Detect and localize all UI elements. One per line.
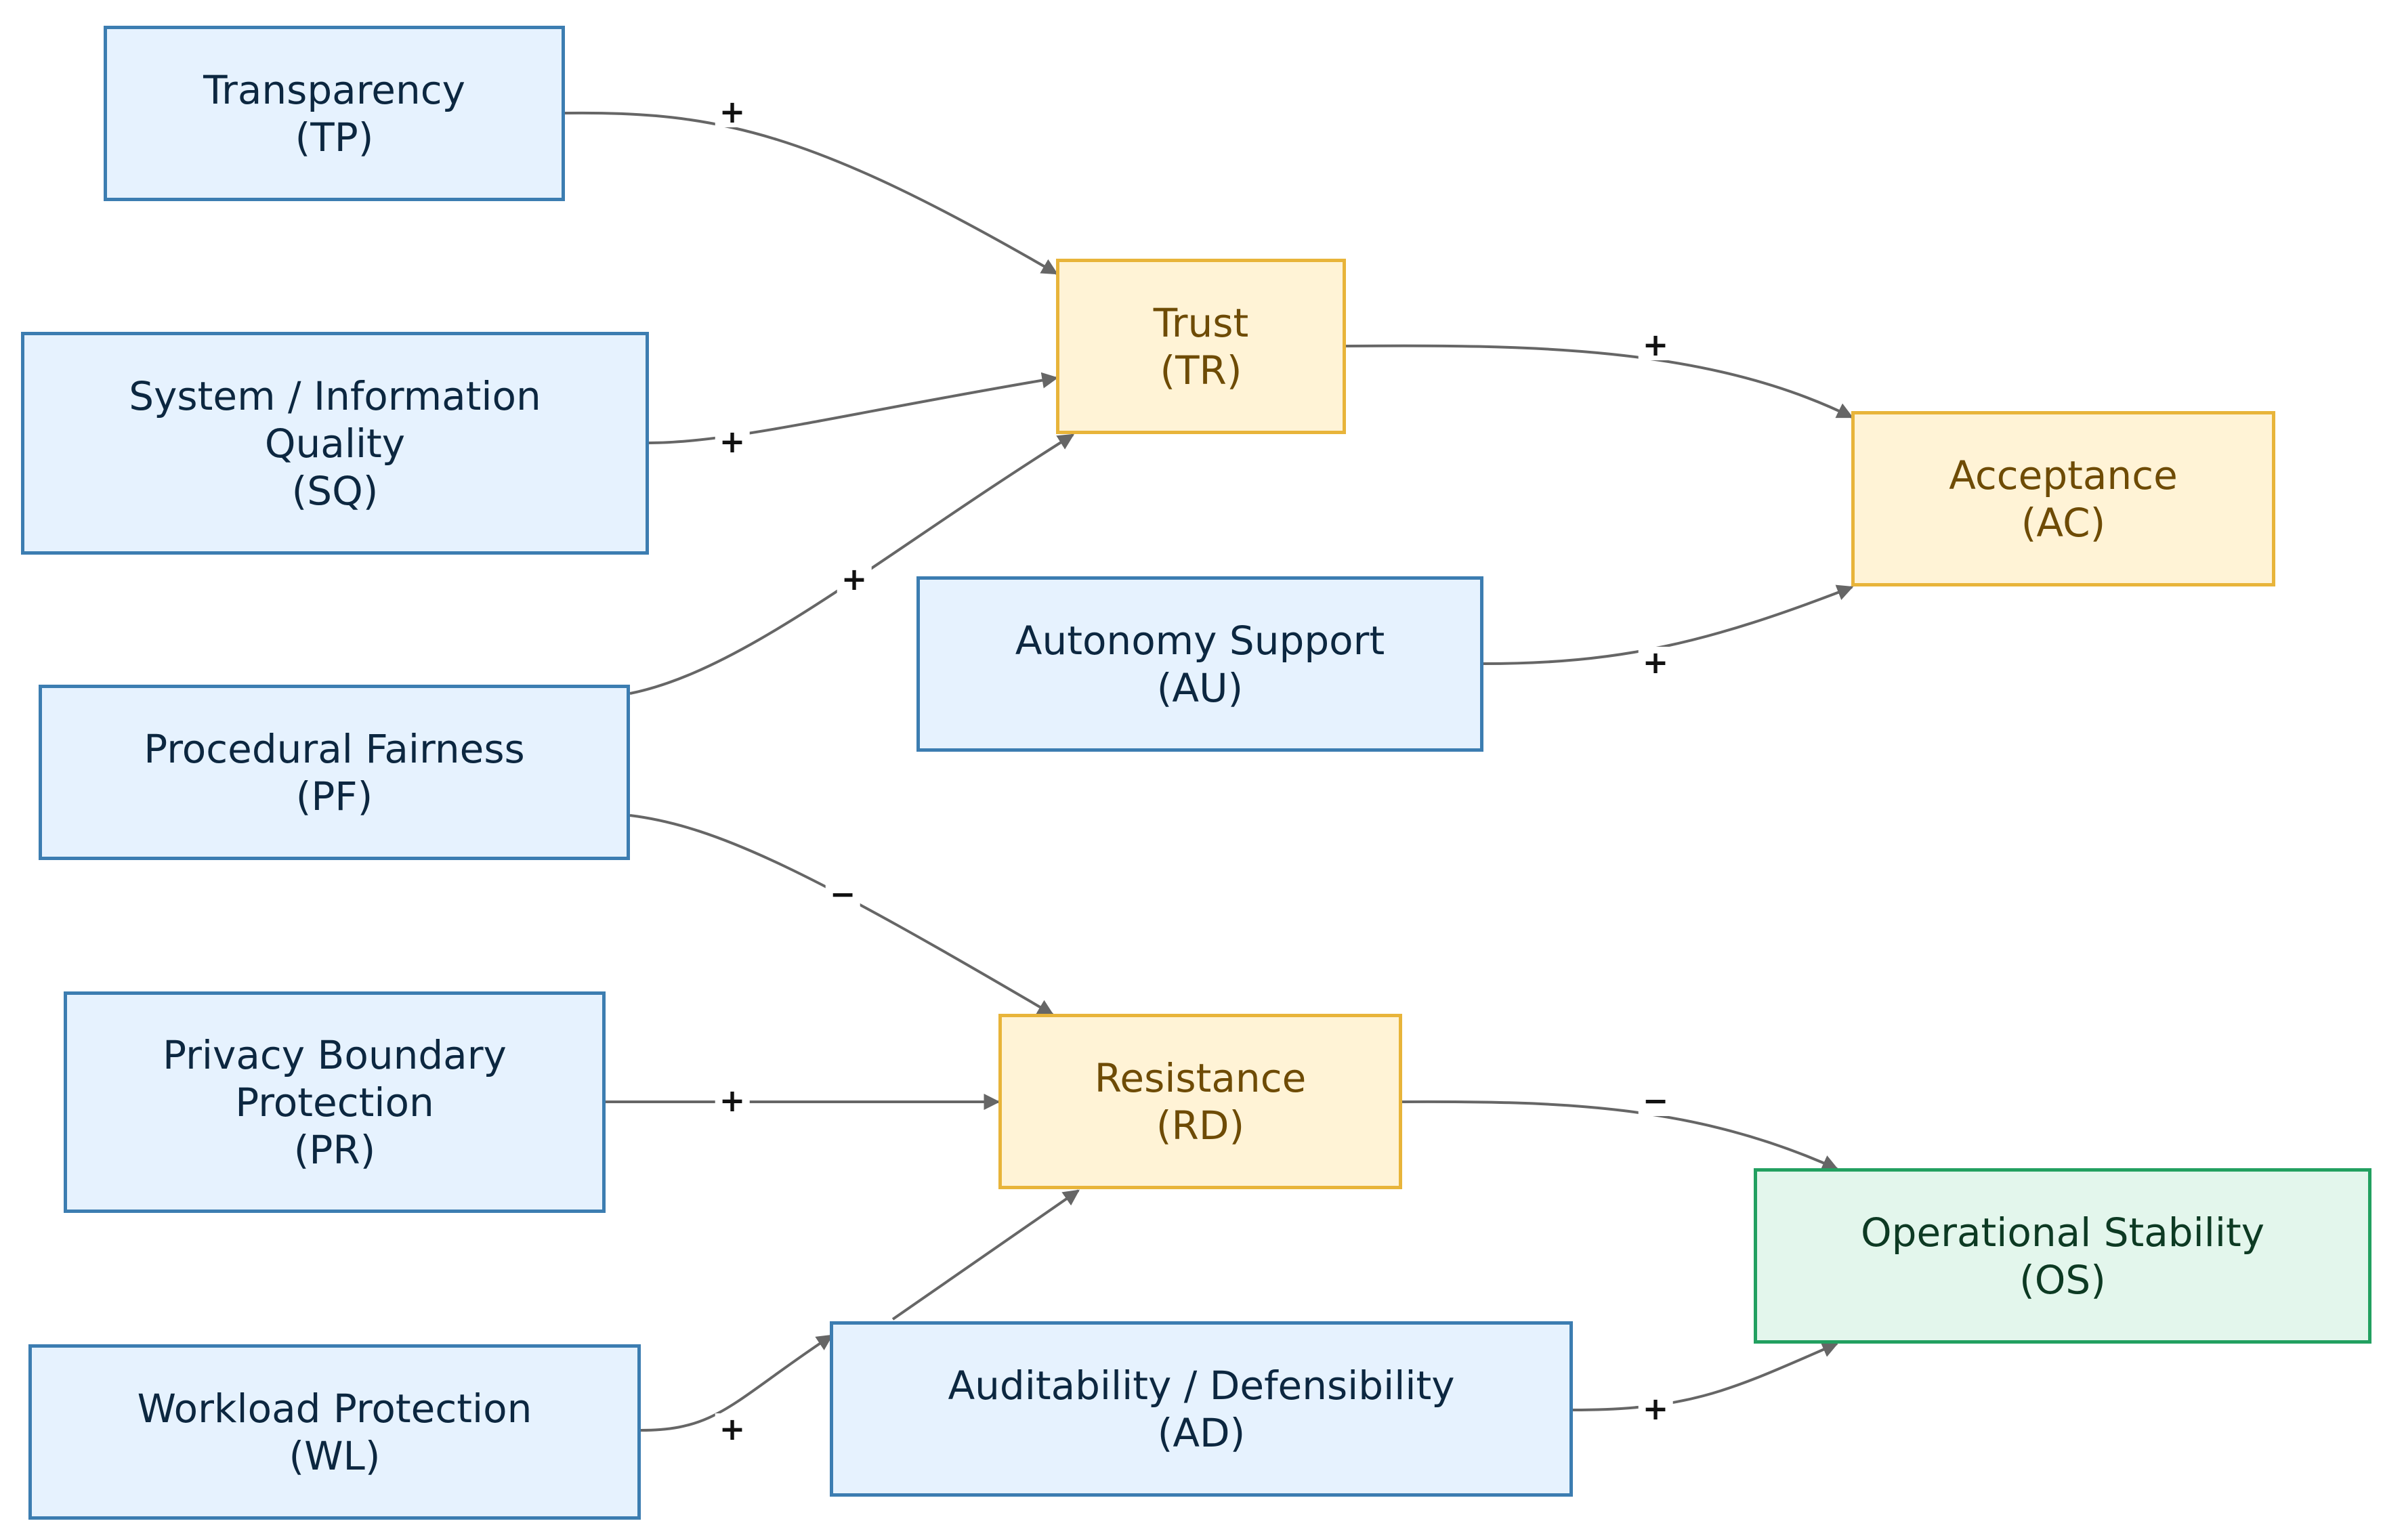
edge-label-wl-rd: +: [715, 1413, 750, 1445]
node-abbrev: (RD): [1156, 1102, 1245, 1149]
node-autonomy-support: Autonomy Support (AU): [916, 576, 1483, 752]
edge-tp-tr: [564, 111, 1059, 275]
node-label: Operational Stability: [1860, 1209, 2265, 1256]
edge-au-ac: [1483, 584, 1854, 665]
node-procedural-fairness: Procedural Fairness (PF): [39, 685, 630, 860]
edge-label-au-ac: +: [1638, 647, 1673, 678]
node-auditability-defensibility: Auditability / Defensibility (AD): [830, 1321, 1573, 1497]
node-abbrev: (AU): [1156, 664, 1244, 711]
node-label: Auditability / Defensibility: [948, 1362, 1455, 1409]
node-label: Procedural Fairness: [144, 725, 525, 772]
edge-pf-tr: [629, 433, 1075, 695]
edge-rd-os: [1401, 1100, 1839, 1171]
node-abbrev: (PF): [295, 773, 373, 819]
node-abbrev: (SQ): [291, 467, 379, 514]
edge-label-ad-os: +: [1638, 1393, 1673, 1424]
node-label: Resistance: [1094, 1054, 1307, 1101]
node-transparency: Transparency (TP): [104, 26, 565, 201]
edge-label-sq-tr: +: [715, 426, 750, 457]
node-acceptance: Acceptance (AC): [1851, 411, 2275, 586]
edge-tr-ac: [1345, 344, 1854, 419]
node-label: Protection: [235, 1079, 434, 1126]
node-operational-stability: Operational Stability (OS): [1754, 1168, 2371, 1344]
node-label: Privacy Boundary: [163, 1031, 507, 1078]
node-privacy-boundary-protection: Privacy Boundary Protection (PR): [64, 991, 606, 1213]
edge-label-tr-ac: +: [1638, 329, 1673, 360]
node-abbrev: (OS): [2019, 1256, 2106, 1303]
node-label: Acceptance: [1949, 452, 2178, 498]
node-label: Workload Protection: [137, 1385, 532, 1432]
node-resistance: Resistance (RD): [998, 1014, 1402, 1189]
edge-pf-rd: [629, 814, 1055, 1016]
node-trust: Trust (TR): [1056, 259, 1346, 434]
node-abbrev: (TP): [295, 114, 374, 161]
node-abbrev: (PR): [293, 1126, 376, 1173]
node-label: System / Information: [129, 372, 541, 419]
node-abbrev: (WL): [289, 1432, 381, 1479]
node-workload-protection: Workload Protection (WL): [28, 1344, 641, 1520]
edge-label-tp-tr: +: [715, 96, 750, 127]
node-label: Quality: [264, 420, 406, 467]
node-abbrev: (TR): [1160, 347, 1242, 393]
node-label: Autonomy Support: [1015, 617, 1385, 664]
node-label: Trust: [1153, 299, 1249, 346]
edge-ad-os: [1572, 1342, 1839, 1411]
edge-label-pf-rd: −: [825, 878, 860, 910]
edge-ad-rd-segment: [891, 1189, 1080, 1321]
edge-sq-tr: [648, 372, 1059, 444]
node-label: Transparency: [203, 66, 465, 113]
edge-label-pr-rd: +: [715, 1085, 750, 1116]
edge-label-pf-tr: +: [837, 563, 872, 595]
node-abbrev: (AC): [2021, 499, 2106, 546]
edge-label-rd-os: −: [1638, 1085, 1673, 1116]
edge-wl-rd: [640, 1334, 834, 1432]
node-system-information-quality: System / Information Quality (SQ): [21, 332, 649, 555]
node-abbrev: (AD): [1157, 1409, 1246, 1456]
